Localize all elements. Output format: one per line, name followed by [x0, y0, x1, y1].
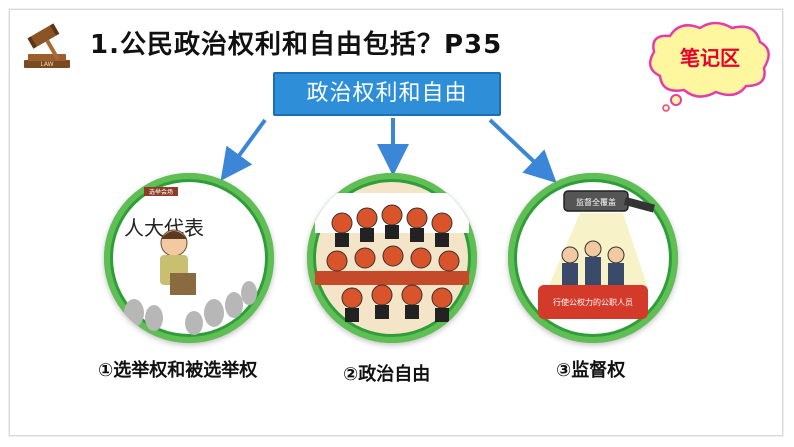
caption-election-rights: ①选举权和被选举权 — [98, 360, 258, 381]
svg-text:监督全覆盖: 监督全覆盖 — [576, 197, 616, 207]
center-topic-box: 政治权利和自由 — [273, 72, 501, 116]
page-title: 1.公民政治权利和自由包括？P35 — [90, 30, 503, 60]
svg-text:选举会场: 选举会场 — [149, 188, 173, 196]
arrow-right — [488, 118, 557, 183]
notes-label: 笔记区 — [680, 46, 740, 70]
svg-text:LAW: LAW — [40, 61, 53, 68]
caption-supervision-right: ③监督权 — [556, 360, 626, 381]
slide-frame — [9, 9, 783, 436]
freedom-illustration — [307, 173, 477, 343]
caption-political-freedom: ②政治自由 — [343, 364, 431, 385]
svg-text:行使公权力的公职人员: 行使公权力的公职人员 — [553, 297, 633, 307]
election-illustration: 选举会场 人大代表 — [104, 173, 274, 343]
supervision-illustration: 监督全覆盖 行使公权力的公职人员 — [508, 173, 678, 343]
gavel-icon: LAW — [24, 23, 70, 68]
notes-bubble — [648, 21, 770, 112]
arrow-left — [220, 118, 267, 181]
